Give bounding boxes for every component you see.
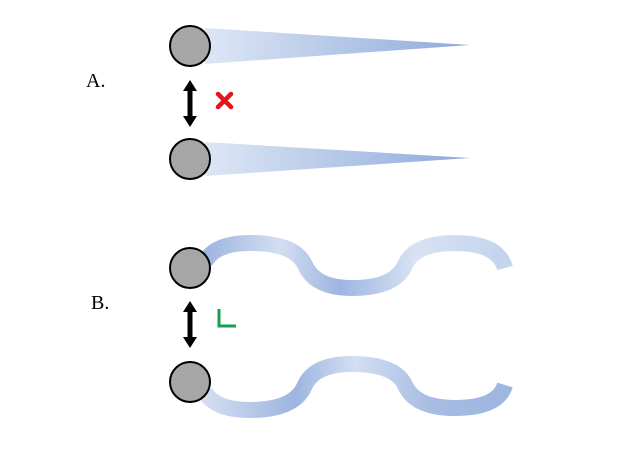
panel-b-label: B. [91,292,109,314]
panel-a-double-arrow-icon [183,80,197,127]
panel-a-bottom-tail [205,142,470,176]
panel-b-bottom-tail [198,355,513,419]
cross-icon [215,91,234,110]
check-icon [217,309,236,328]
panel-a-bottom-head [169,138,211,180]
panel-a-top-head [169,25,211,67]
panel-a-top-tail [205,28,470,64]
panel-b-top-head [169,247,211,289]
panel-b-double-arrow-icon [183,301,197,348]
panel-b-top-tail [197,234,513,297]
panel-b-bottom-head [169,361,211,403]
panel-a-label: A. [86,70,105,92]
